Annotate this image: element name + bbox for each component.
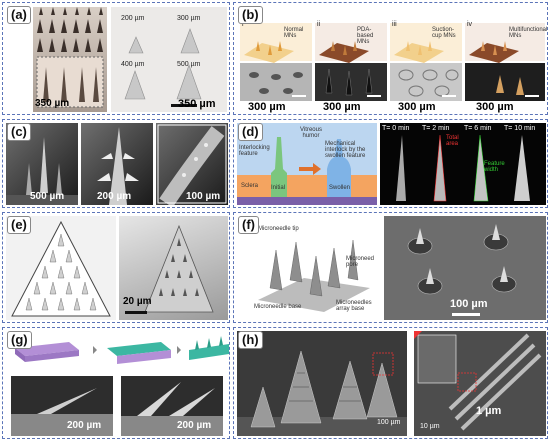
- panel-e-scale-bar: [125, 311, 147, 314]
- interlock-schematic: [237, 137, 377, 205]
- panel-c-scale-2: 200 µm: [97, 191, 132, 202]
- panel-d-label: (d): [238, 123, 263, 141]
- panel-e-sem: 20 µm: [119, 216, 228, 320]
- panel-g-sem-2: 200 µm: [121, 376, 223, 436]
- mechanical-interlock-text: Mechanical interlock by the swollen feat…: [325, 141, 366, 159]
- panel-c-sem-3: 100 µm: [156, 123, 228, 205]
- tilted-needle-sem-2: [121, 382, 223, 436]
- panel-h-scale-right: 1 µm: [476, 405, 502, 417]
- panel-b: (b) i ii iii iv Normal MNs PDA-based MNs…: [233, 2, 548, 115]
- panel-f-label: (f): [238, 216, 259, 234]
- needle-heights-drawing: [124, 28, 202, 100]
- ridged-surface-closeup: [414, 331, 542, 431]
- fabrication-steps: [15, 336, 229, 364]
- porous-needle-sem: [407, 224, 517, 295]
- panel-a-array-photo: 350 µm: [33, 7, 107, 112]
- panel-a-height-grid: 200 µm 300 µm 400 µm 500 µm: [111, 7, 227, 112]
- feature-width-text: Feature width: [484, 161, 505, 173]
- time-0-label: T= 0 min: [382, 125, 410, 132]
- panel-f-diagram: Microneedle tip Microneedle pore Microne…: [254, 216, 374, 320]
- sclera-text: Sclera: [241, 183, 259, 189]
- mn-type-suction-title: Suction-cup MNs: [432, 27, 456, 39]
- microneedle-pore-text: Microneedle pore: [346, 256, 374, 268]
- time-6-label: T= 6 min: [464, 125, 492, 132]
- panel-c-label: (c): [7, 123, 31, 141]
- triangular-array-cad: [11, 220, 111, 317]
- panel-h-sem-1: 100 µm: [237, 331, 407, 436]
- initial-text: Initial: [271, 185, 286, 191]
- ridged-cone-array: [237, 350, 407, 436]
- microneedle-array-base-text: Microneedles array base: [336, 300, 372, 312]
- panel-a-scale-bar: [171, 104, 197, 107]
- panel-h: (h) 100 µm 1 µm 10 µm: [233, 327, 548, 439]
- height-label-400: 400 µm: [121, 61, 145, 68]
- panel-h-sem-2: 1 µm 10 µm: [414, 331, 546, 436]
- microneedle-tip-text: Microneedle tip: [258, 226, 299, 232]
- barbed-needle-array: [6, 137, 78, 205]
- total-area-text: Total area: [446, 135, 459, 147]
- porous-needle-array: [258, 239, 370, 312]
- curved-needle-closeup: [157, 124, 227, 205]
- vitreous-humor-text: Vitreous humor: [300, 127, 322, 139]
- interlocking-feature-text: Interlocking feature: [239, 145, 270, 157]
- mn-type-normal-title: Normal MNs: [284, 27, 304, 39]
- mn-type-comparison: [240, 23, 545, 101]
- time-10-label: T= 10 min: [504, 125, 536, 132]
- panel-f: (f) Microneedle tip Microneedle pore Mic…: [233, 212, 548, 323]
- panel-c-sem-2: 200 µm: [81, 123, 153, 205]
- time-2-label: T= 2 min: [422, 125, 450, 132]
- tilted-needle-sem-1: [11, 388, 113, 436]
- panel-d: (d) Vitreous humor Interlocking feature …: [233, 119, 548, 208]
- mn-type-multifunctional-title: Multifunctional MNs: [509, 27, 548, 39]
- panel-g-sem-1: 200 µm: [11, 376, 113, 436]
- panel-e: (e) 20 µm: [2, 212, 230, 323]
- mn-type-pda-title: PDA-based MNs: [357, 27, 374, 45]
- panel-e-scale: 20 µm: [123, 296, 152, 307]
- panel-a: (a) 350 µm 200 µm 300 µm 400 µm 500 µm 3…: [2, 2, 230, 115]
- triangular-array-sem: [144, 224, 214, 313]
- height-label-500: 500 µm: [177, 61, 201, 68]
- panel-a-scale-left: 350 µm: [35, 98, 70, 109]
- barbed-needle-closeup: [97, 127, 139, 205]
- panel-b-scale-1: 300 µm: [248, 101, 286, 113]
- microneedle-base-text: Microneedle base: [254, 304, 302, 310]
- panel-c-scale-1: 500 µm: [30, 191, 65, 202]
- panel-c-scale-3: 100 µm: [186, 191, 221, 202]
- panel-h-scale-left: 100 µm: [377, 419, 401, 426]
- mn-type-ii-numeral: ii: [317, 21, 321, 28]
- panel-h-scale-inset: 10 µm: [420, 423, 440, 430]
- panel-e-label: (e): [7, 216, 31, 234]
- panel-b-scale-2: 300 µm: [323, 101, 361, 113]
- panel-b-label: (b): [238, 6, 263, 24]
- panel-f-scale: 100 µm: [450, 298, 488, 310]
- panel-b-scale-3: 300 µm: [398, 101, 436, 113]
- panel-g-label: (g): [7, 331, 32, 349]
- panel-a-scale-right: 350 µm: [178, 98, 216, 110]
- panel-d-schematic: Vitreous humor Interlocking feature Mech…: [237, 123, 377, 205]
- panel-c: (c) 500 µm 200 µm 100 µm: [2, 119, 230, 208]
- mn-type-iv-numeral: iv: [467, 21, 473, 28]
- height-label-300: 300 µm: [177, 15, 201, 22]
- panel-b-scale-4: 300 µm: [476, 101, 514, 113]
- needle-array-drawing: [36, 7, 104, 108]
- swollen-text: Swollen: [329, 185, 351, 191]
- mn-type-iii-numeral: iii: [392, 21, 397, 28]
- panel-f-sem: 100 µm: [384, 216, 546, 320]
- panel-d-timelapse: T= 0 min T= 2 min T= 6 min T= 10 min Tot…: [380, 123, 546, 205]
- panel-g-scale-1: 200 µm: [67, 420, 102, 431]
- panel-f-scale-bar: [452, 313, 480, 316]
- swelling-timelapse: [396, 134, 530, 202]
- panel-c-sem-1: 500 µm: [6, 123, 78, 205]
- panel-g: (g) 200 µm 200 µm: [2, 327, 230, 439]
- panel-a-label: (a): [7, 6, 31, 24]
- panel-h-label: (h): [238, 331, 263, 349]
- panel-g-scale-2: 200 µm: [177, 420, 212, 431]
- mn-type-i-numeral: i: [242, 21, 244, 28]
- height-label-200: 200 µm: [121, 15, 145, 22]
